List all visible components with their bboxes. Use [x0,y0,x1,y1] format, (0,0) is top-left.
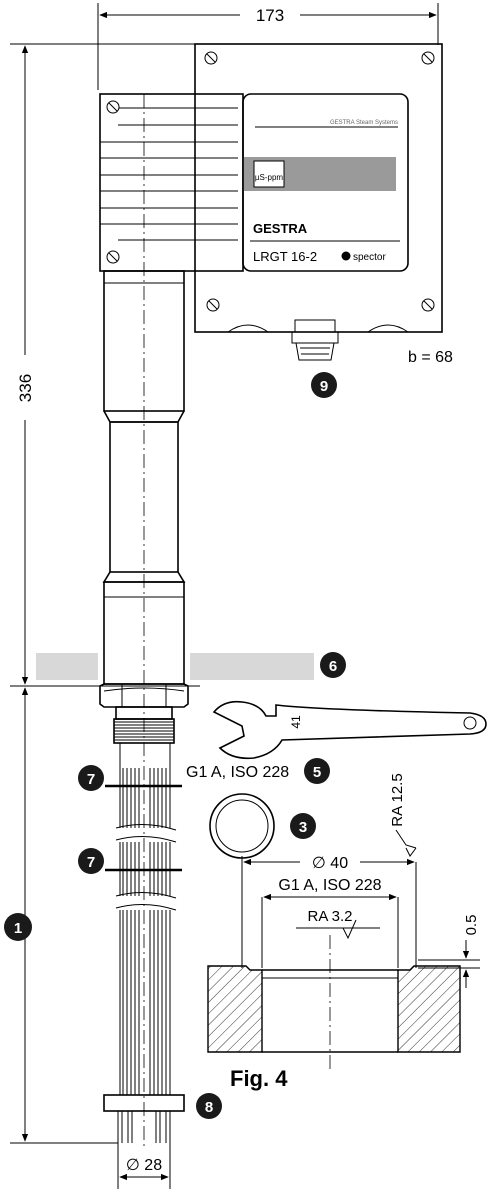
callout-badge: 5 [304,758,330,784]
seat-diameter-label: ∅ 40 [312,855,348,872]
wrench-size: 41 [289,715,303,729]
figure-caption: Fig. 4 [230,1066,288,1091]
callout-badge: 6 [320,652,346,678]
svg-text:6: 6 [329,658,337,675]
seat-detail: ∅ 40 G1 A, ISO 228 RA 3.2 RA 12.5 0.5 [207,773,480,1070]
pipe-diameter-dimension: ∅ 28 [117,1143,171,1189]
height-dimension-label: 336 [16,374,35,402]
roughness-symbol-icon [342,919,357,940]
electrode-rods [103,743,185,1143]
callout-badge: 8 [196,1093,222,1119]
thread-label: G1 A, ISO 228 [186,764,289,781]
terminal-cover [99,93,244,272]
seat-thread-label: G1 A, ISO 228 [278,877,381,894]
svg-text:1: 1 [14,920,22,937]
insulation-right [190,653,314,680]
width-dimension: 173 [97,3,439,90]
insulation-left [36,653,98,680]
housing: GESTRA Steam Systems µS-ppm GESTRA LRGT … [194,43,453,366]
svg-text:9: 9 [320,378,328,395]
callout-badge: 3 [290,813,316,839]
svg-text:7: 7 [87,771,95,788]
seal-ring [209,793,275,859]
width-dimension-label: 173 [256,6,284,25]
callout-badge: 7 [78,765,104,791]
pipe-diameter-label: ∅ 28 [126,1157,162,1174]
logo-text: spector [353,252,386,263]
side-gland-right [367,324,409,333]
svg-text:5: 5 [313,764,321,781]
svg-text:8: 8 [205,1099,213,1116]
display-window [253,160,285,188]
roughness-outer-label: RA 12.5 [389,773,406,826]
model-name: LRGT 16-2 [253,249,317,264]
wrench-icon: 41 [212,700,487,760]
svg-text:7: 7 [87,854,95,871]
cable-gland [291,319,339,361]
display-unit: µS-ppm [255,173,284,182]
depth-dimension: b = 68 [408,349,453,366]
logo-icon [341,251,351,261]
callout-badge: 9 [311,372,337,398]
callout-badge: 7 [78,848,104,874]
recess-label: 0.5 [463,915,480,936]
side-gland-left [227,324,269,333]
callout-badge: 1 [4,913,32,941]
roughness-inner-label: RA 3.2 [307,908,352,925]
svg-text:3: 3 [299,819,307,836]
brand-name: GESTRA [253,221,308,236]
corner-screw-icon [204,51,435,312]
roughness-symbol-icon [405,847,417,857]
height-dimension: 336 [10,43,200,687]
brand-line: GESTRA Steam Systems [330,120,398,126]
